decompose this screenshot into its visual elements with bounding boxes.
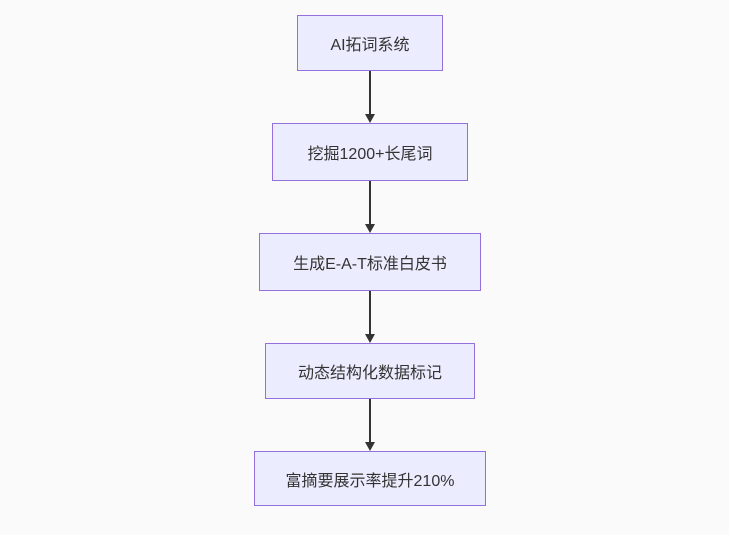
flow-node-ai-keyword-system: AI拓词系统 (297, 15, 443, 71)
arrow-line (369, 71, 371, 114)
flow-node-label: 生成E-A-T标准白皮书 (293, 256, 447, 273)
flow-node-label: AI拓词系统 (330, 37, 410, 54)
flowchart: AI拓词系统 挖掘1200+长尾词 生成E-A-T标准白皮书 动态结构化数据标记 (254, 15, 486, 506)
flow-node-structured-data-markup: 动态结构化数据标记 (265, 343, 475, 399)
flow-node-label: 动态结构化数据标记 (297, 365, 442, 382)
arrowhead-down-icon (365, 442, 375, 451)
flow-node-rich-snippet-result: 富摘要展示率提升210% (254, 451, 486, 506)
flow-node-eat-whitepaper: 生成E-A-T标准白皮书 (259, 233, 481, 291)
arrowhead-down-icon (365, 114, 375, 123)
arrow-connector-1 (365, 71, 375, 123)
arrow-connector-4 (365, 399, 375, 451)
arrow-connector-2 (365, 181, 375, 233)
arrow-line (369, 291, 371, 334)
arrow-line (369, 181, 371, 224)
flow-node-label: 挖掘1200+长尾词 (307, 146, 433, 163)
arrowhead-down-icon (365, 334, 375, 343)
arrow-line (369, 399, 371, 442)
arrowhead-down-icon (365, 224, 375, 233)
arrow-connector-3 (365, 291, 375, 343)
flow-node-label: 富摘要展示率提升210% (285, 472, 455, 490)
flow-node-longtail-mining: 挖掘1200+长尾词 (272, 123, 468, 181)
